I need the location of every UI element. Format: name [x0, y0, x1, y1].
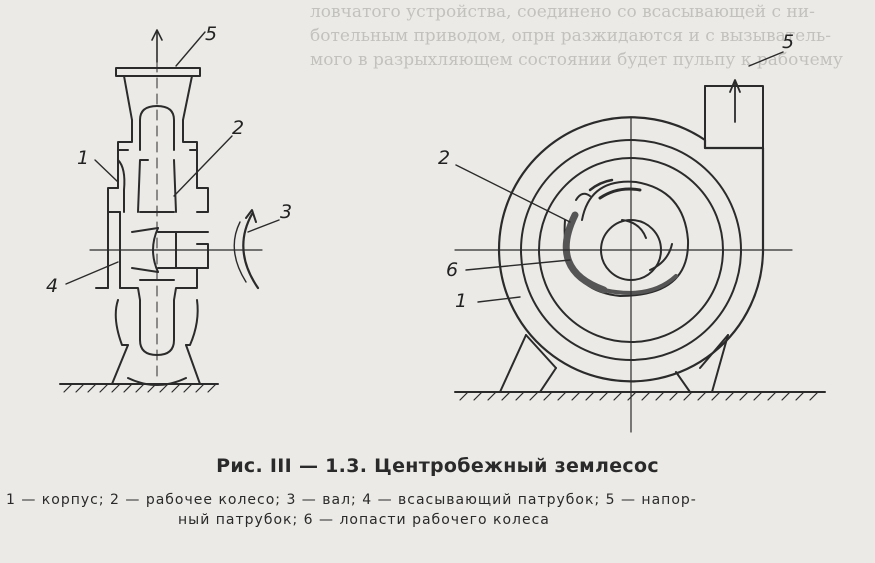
figure-title: Рис. III — 1.3. Центробежный землесос — [216, 455, 659, 477]
right-front-view — [454, 51, 826, 433]
label-3-left: 3 — [280, 201, 292, 223]
left-section-view — [59, 29, 280, 393]
figure-legend: 1 — корпус; 2 — рабочее колесо; 3 — вал;… — [0, 490, 875, 530]
label-6-right: 6 — [446, 259, 458, 281]
label-5-right: 5 — [782, 31, 794, 53]
label-1-right: 1 — [455, 290, 467, 312]
label-1-left: 1 — [77, 147, 89, 169]
bleed-line: мого в разрыхляющем состоянии будет пуль… — [310, 50, 843, 70]
bleed-line: ловчатого устройства, соединено со всасы… — [310, 2, 815, 22]
label-4-left: 4 — [46, 275, 58, 297]
legend-line-2: ный патрубок; 6 — лопасти рабочего колес… — [178, 512, 550, 528]
bleed-through-text: ловчатого устройства, соединено со всасы… — [0, 0, 875, 72]
label-5-left: 5 — [205, 23, 217, 45]
label-2-right: 2 — [438, 147, 450, 169]
bleed-line: ботельным приводом, опрн разжидаются и с… — [310, 26, 831, 46]
label-2-left: 2 — [232, 117, 244, 139]
legend-line-1: 1 — корпус; 2 — рабочее колесо; 3 — вал;… — [6, 492, 697, 508]
